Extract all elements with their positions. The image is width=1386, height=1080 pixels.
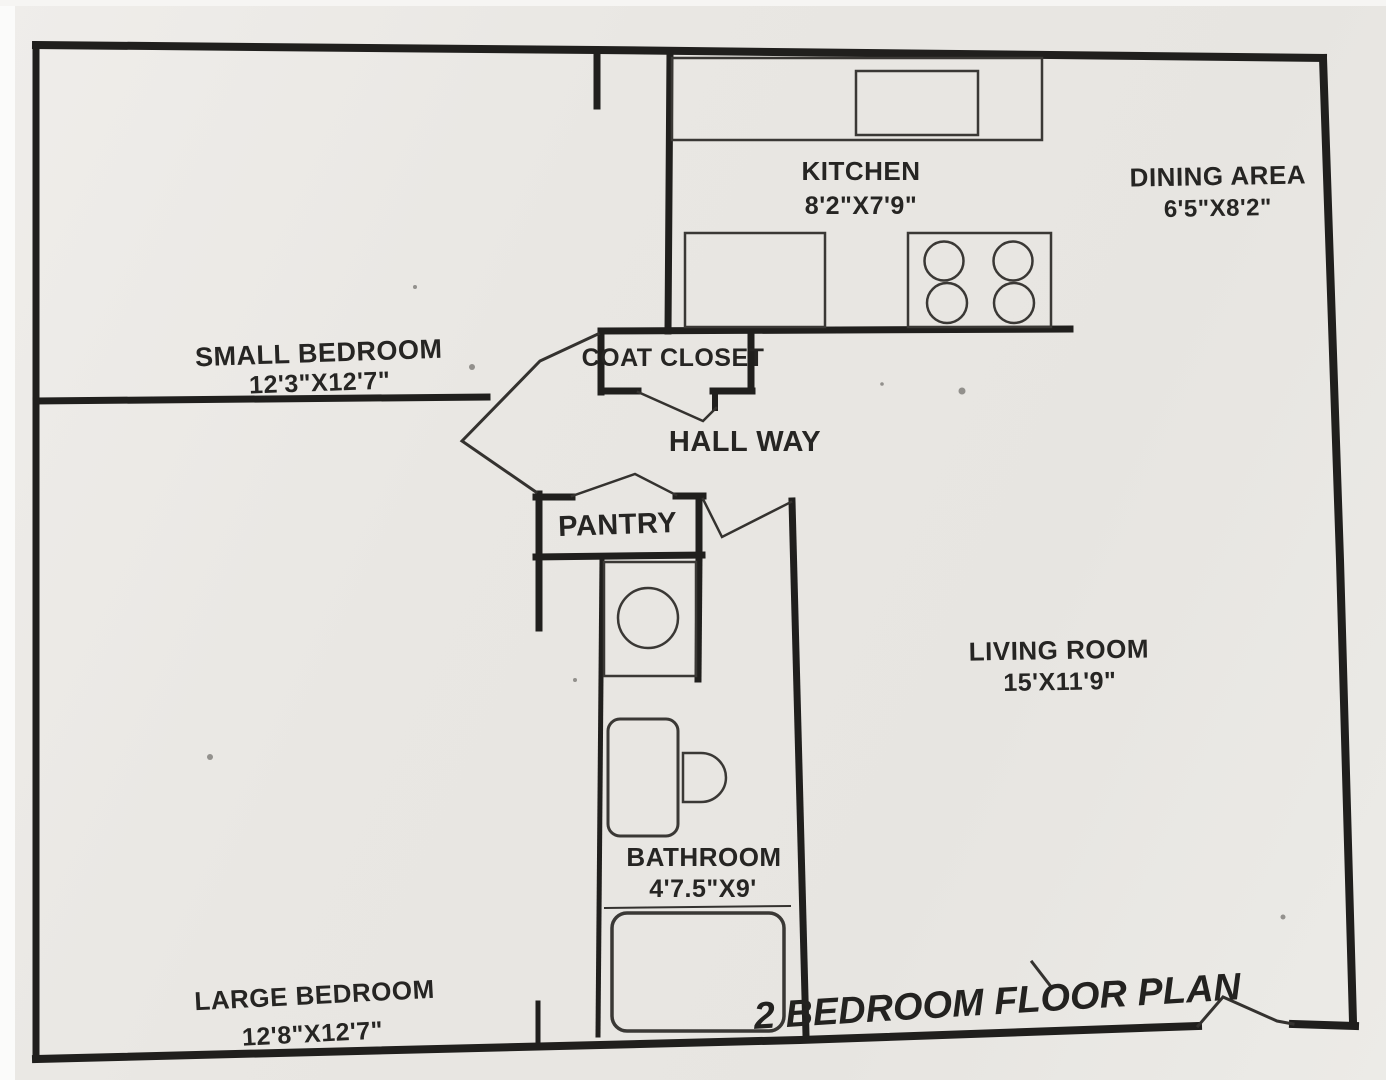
- small-bedroom-label: SMALL BEDROOM: [194, 334, 442, 373]
- washer: [602, 560, 698, 678]
- washer-door: [616, 586, 680, 650]
- bathtub: [610, 911, 786, 1033]
- hallway-living-door-swing: [701, 497, 793, 539]
- large-bedroom-label: LARGE BEDROOM: [194, 974, 436, 1017]
- burner-bottom-left: [925, 281, 969, 325]
- photo-edge-top: [0, 0, 1386, 6]
- kitchen-fixtures: [670, 56, 1053, 329]
- bathroom-fixtures: [602, 560, 792, 1033]
- living-room-label: LIVING ROOM: [968, 633, 1149, 666]
- outer-wall-right: [1318, 53, 1358, 1027]
- kitchen-counter-top: [670, 56, 1044, 142]
- living-room-left-wall: [788, 497, 810, 1039]
- dining-area-label: DINING AREA: [1129, 159, 1306, 192]
- bathroom-vanity: [606, 717, 680, 838]
- bottom-wall-notch: [1195, 995, 1295, 1029]
- hallway-label: HALL WAY: [669, 426, 821, 458]
- burner-top-right: [992, 240, 1034, 282]
- small-bedroom-wall: [32, 393, 491, 405]
- paper-specks: [207, 285, 1286, 920]
- large-bedroom-dimensions: 12'8"X12'7": [241, 1016, 383, 1051]
- kitchen-label: KITCHEN: [801, 156, 920, 186]
- burner-bottom-right: [992, 281, 1036, 325]
- kitchen-counter-left: [683, 231, 827, 329]
- kitchen-bottom-wall: [597, 325, 1074, 335]
- coat-closet-label: COAT CLOSET: [582, 344, 765, 372]
- outer-wall-bottom: [31, 1021, 1203, 1064]
- outer-wall-bottom-right: [1288, 1019, 1360, 1031]
- kitchen-dimensions: 8'2"X7'9": [805, 192, 917, 220]
- pantry-label: PANTRY: [558, 507, 678, 543]
- bathroom-left-wall: [595, 555, 605, 1038]
- bathtub-edge: [603, 904, 792, 910]
- living-room-door-mark: [1029, 959, 1055, 991]
- interior-walls: [32, 46, 1074, 1050]
- toilet: [681, 751, 728, 804]
- bathroom-label: BATHROOM: [626, 842, 781, 872]
- door-swings: [459, 332, 1055, 991]
- laundry-alcove-wall: [694, 553, 703, 683]
- dining-area-dimensions: 6'5"X8'2": [1164, 194, 1273, 223]
- kitchen-sink: [854, 69, 980, 137]
- coat-closet-door-swing: [636, 390, 718, 423]
- living-room-dimensions: 15'X11'9": [1003, 667, 1117, 697]
- small-bedroom-dimensions: 12'3"X12'7": [249, 367, 391, 400]
- pantry-door-swing: [570, 472, 678, 498]
- photo-edge-left: [0, 0, 15, 1080]
- kitchen-left-wall: [664, 49, 674, 335]
- stove: [906, 231, 1053, 329]
- burner-top-left: [923, 240, 965, 282]
- room-labels: SMALL BEDROOM 12'3"X12'7" KITCHEN 8'2"X7…: [194, 156, 1307, 1052]
- bedroom-hallway-door-swing: [459, 332, 600, 495]
- bathroom-dimensions: 4'7.5"X9': [649, 875, 756, 903]
- pantry-bottom-wall: [532, 551, 706, 561]
- outer-wall-top: [31, 40, 1328, 63]
